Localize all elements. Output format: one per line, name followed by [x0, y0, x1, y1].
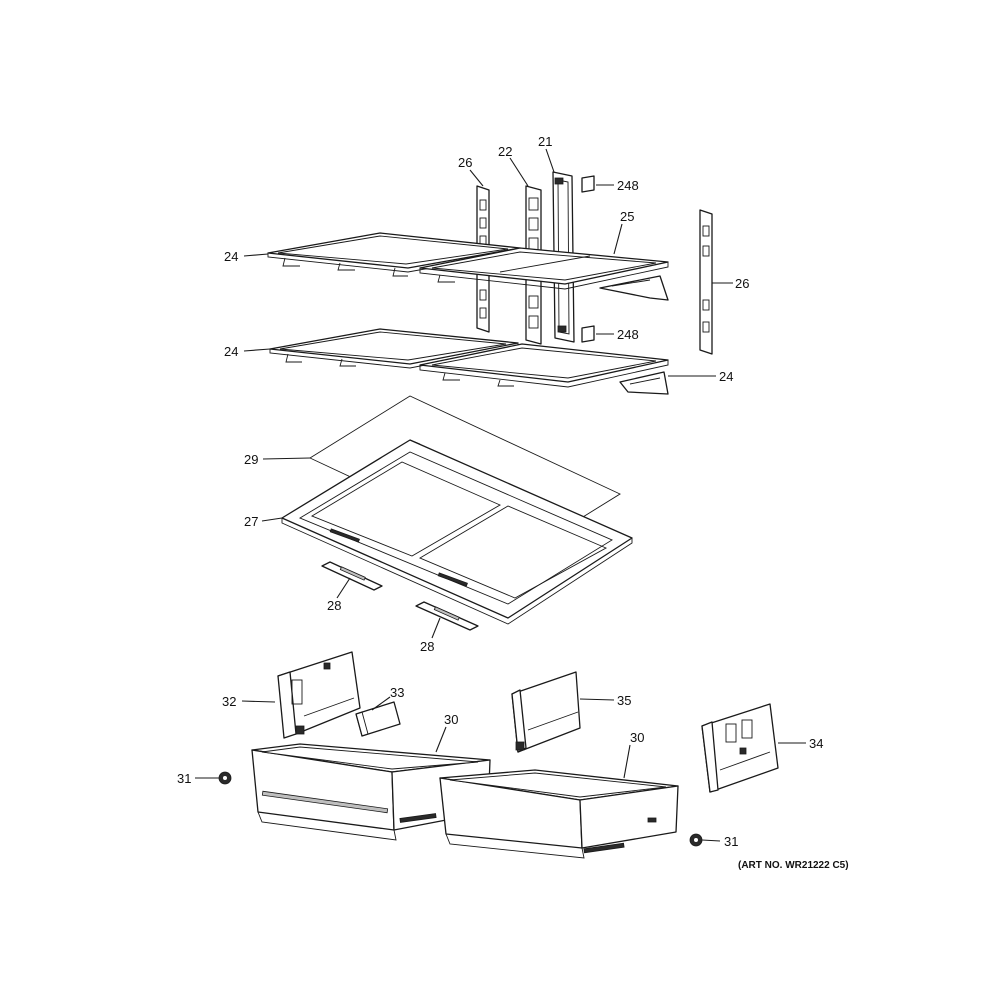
callout-24-lower-right: 24: [719, 369, 733, 384]
callout-33: 33: [390, 685, 404, 700]
callout-21: 21: [538, 134, 552, 149]
callout-26-right: 26: [735, 276, 749, 291]
callout-29: 29: [244, 452, 258, 467]
drawer-slide-bracket-32: [277, 651, 361, 739]
callout-248-upper: 248: [617, 178, 639, 193]
clip-248-lower: [581, 325, 595, 343]
clip-248-upper: [581, 175, 595, 193]
callout-30-right: 30: [630, 730, 644, 745]
callout-28-right: 28: [420, 639, 434, 654]
callout-27: 27: [244, 514, 258, 529]
callout-31-left: 31: [177, 771, 191, 786]
callout-25: 25: [620, 209, 634, 224]
support-28-right: [415, 601, 479, 631]
crisper-cover-frame-27: [281, 439, 633, 625]
callout-28-left: 28: [327, 598, 341, 613]
glass-shelf-lower-right-24: [419, 343, 669, 395]
glass-shelf-lower-left-24: [269, 328, 519, 369]
shelf-rail-right-26: [699, 209, 713, 355]
callout-24-upper-left: 24: [224, 249, 238, 264]
leader-lines: [195, 148, 806, 842]
callout-31-right: 31: [724, 834, 738, 849]
art-number: (ART NO. WR21222 C5): [738, 860, 849, 871]
glass-shelf-upper-right-25: [419, 247, 669, 301]
callout-248-lower: 248: [617, 327, 639, 342]
slide-insert-33: [355, 701, 401, 737]
control-module-34: [701, 703, 779, 793]
nut-31-right: [689, 833, 703, 847]
callout-30-left: 30: [444, 712, 458, 727]
callout-32: 32: [222, 694, 236, 709]
callout-24-lower-left: 24: [224, 344, 238, 359]
crisper-drawer-right-30: [439, 769, 679, 859]
callout-26-top: 26: [458, 155, 472, 170]
callout-22: 22: [498, 144, 512, 159]
nut-31-left: [218, 771, 232, 785]
drawer-slide-bracket-35: [511, 671, 581, 753]
support-28-left: [321, 561, 383, 591]
glass-shelf-upper-left-24: [267, 232, 521, 277]
callout-35: 35: [617, 693, 631, 708]
callout-34: 34: [809, 736, 823, 751]
